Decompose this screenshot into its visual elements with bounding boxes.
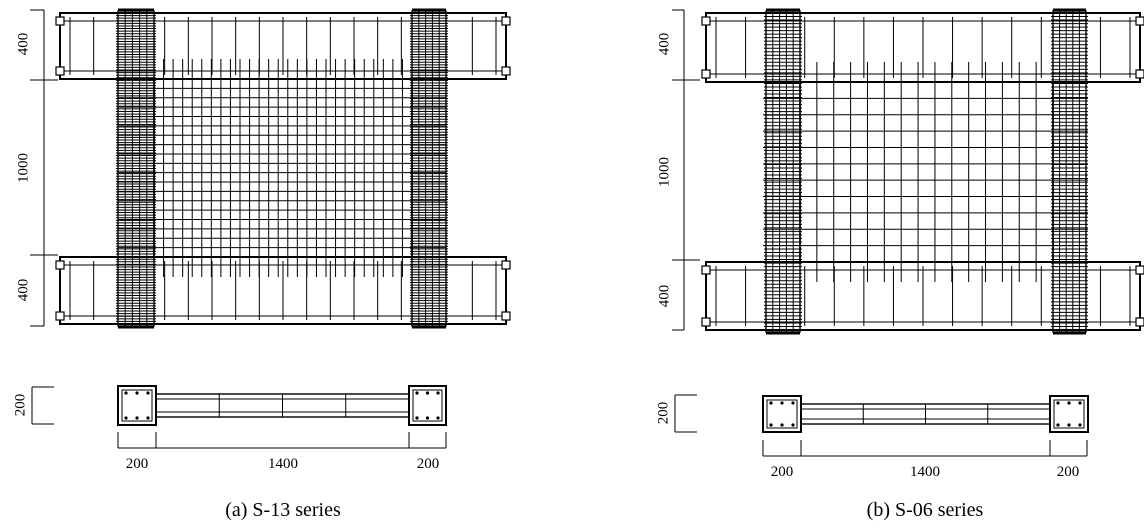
s13-column-width-left: 200 [126, 456, 149, 472]
s06-section-bar-dot [791, 423, 795, 427]
s13-beam-bottom-outline [59, 256, 507, 325]
s13-section-bar-dot [425, 391, 430, 395]
s13-section-hoop [412, 389, 443, 422]
s06-section-bar-dot [780, 423, 784, 427]
s13-beam-bottom-height: 400 [15, 279, 31, 302]
s13-section-bar-dot [146, 416, 150, 420]
s06-wall-outline [799, 81, 1054, 263]
s06-column-left [764, 8, 802, 335]
s06-section-bar-dot [1078, 423, 1082, 427]
s13-elevation-drawing [55, 8, 511, 426]
panel-s06: 400 1000 400 200 200 1400 200 (b) S-06 s… [655, 8, 1144, 521]
s06-anchor-nut [701, 317, 711, 327]
s13-anchor-nut [501, 311, 511, 321]
s13-wall-height: 1000 [15, 153, 31, 183]
s13-anchor-nut [55, 311, 65, 321]
s06-beam-bottom-height: 400 [656, 285, 672, 308]
s06-wall-length: 1400 [910, 464, 940, 480]
s13-section-bar-dot [436, 416, 440, 420]
s13-wall-length: 1400 [268, 456, 298, 472]
s06-anchor-nut [701, 69, 711, 79]
s13-section-bar-dot [135, 391, 139, 395]
s06-beam-top-height: 400 [656, 33, 672, 56]
s13-section-bar-dot [425, 416, 430, 420]
s06-column-width-left: 200 [771, 464, 794, 480]
s13-section-bar-dot [135, 416, 139, 420]
s06-section-bar-dot [769, 423, 773, 427]
s06-section-bar-dot [769, 401, 773, 405]
s13-anchor-nut [501, 66, 511, 76]
s06-section-bar-dot [1067, 423, 1071, 427]
s13-anchor-nut [501, 16, 511, 26]
s06-anchor-nut [1135, 16, 1144, 26]
s06-section-bar-dot [1078, 401, 1082, 405]
s13-beam-top [55, 12, 511, 80]
s13-section-bar-dot [124, 416, 128, 420]
s06-dimension-lines [672, 9, 1088, 457]
s06-wall-height: 1000 [656, 157, 672, 187]
s06-beam-bottom [701, 261, 1144, 331]
s06-section-column-left [762, 395, 802, 433]
s06-section-column-right [1049, 395, 1089, 433]
s13-anchor-nut [55, 260, 65, 270]
s13-section-bar-dot [436, 391, 440, 395]
s06-cross-section [762, 395, 1089, 433]
s13-section-bar-dot [415, 391, 419, 395]
s13-dimension-lines [30, 9, 447, 449]
s06-anchor-nut [1135, 69, 1144, 79]
s13-caption: (a) S-13 series [225, 499, 341, 521]
s13-beam-top-outline [59, 12, 507, 80]
s06-anchor-nut [1135, 265, 1144, 275]
s13-column-width-right: 200 [417, 456, 440, 472]
s06-section-thickness: 200 [655, 402, 671, 425]
s06-section-bar-dot [1067, 401, 1071, 405]
s06-beam-top [701, 12, 1144, 83]
s13-anchor-nut [55, 66, 65, 76]
s13-beam-top-height: 400 [15, 33, 31, 56]
s06-column-width-right: 200 [1057, 464, 1080, 480]
s06-anchor-nut [1135, 317, 1144, 327]
s06-beam-bottom-outline [705, 261, 1141, 331]
s06-wall-grid [763, 62, 1088, 282]
panel-s13: 400 1000 400 200 200 1400 200 (a) S-13 s… [12, 8, 511, 521]
s13-anchor-nut [501, 260, 511, 270]
s13-section-bar-dot [415, 416, 419, 420]
s06-section-bar-dot [780, 401, 784, 405]
s13-anchor-nut [55, 16, 65, 26]
s06-anchor-nut [701, 16, 711, 26]
s06-column-right [1051, 8, 1088, 335]
s06-section-bar-dot [1056, 423, 1060, 427]
s13-section-bar-dot [146, 391, 150, 395]
s13-section-bar-dot [124, 391, 128, 395]
s13-beam-bottom [55, 256, 511, 325]
s06-beam-top-outline [705, 12, 1141, 83]
s06-section-bar-dot [1056, 401, 1060, 405]
s13-column-right [410, 8, 448, 329]
s13-wall-grid [118, 59, 446, 277]
s13-section-thickness: 200 [12, 394, 28, 417]
s06-section-hoop [766, 399, 798, 429]
s06-section-bar-dot [791, 401, 795, 405]
s13-column-left [116, 8, 156, 329]
s06-elevation-drawing [701, 8, 1144, 433]
s06-caption: (b) S-06 series [867, 499, 984, 521]
s06-anchor-nut [701, 265, 711, 275]
s06-section-hoop [1053, 399, 1085, 429]
s13-section-hoop [121, 389, 153, 422]
s13-cross-section [117, 385, 447, 426]
